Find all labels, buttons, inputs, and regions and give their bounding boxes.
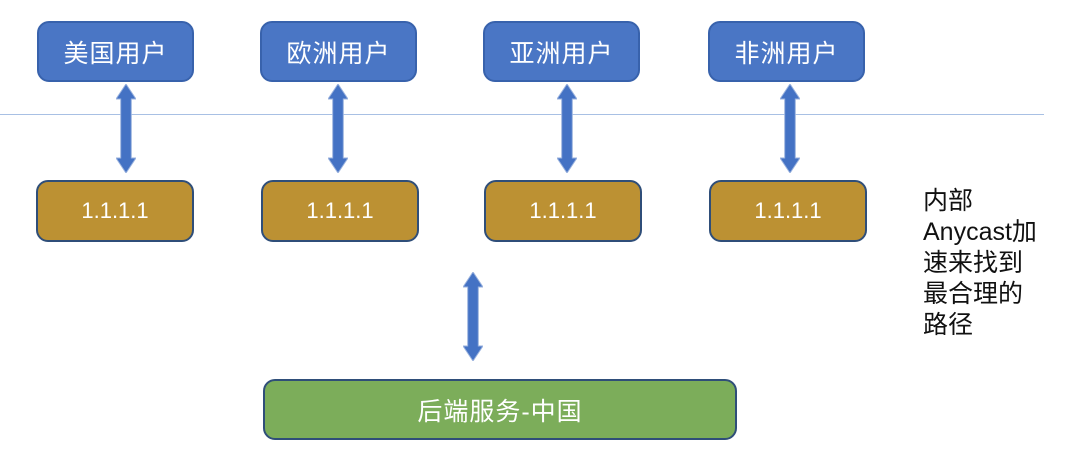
side-note-line: 路径 [923, 311, 974, 339]
backend-node-china: 后端服务-中国 [263, 379, 737, 440]
resolver-node: 1.1.1.1 [261, 180, 419, 242]
bidirectional-arrow-icon [557, 84, 577, 173]
resolver-node: 1.1.1.1 [36, 180, 194, 242]
user-node-africa: 非洲用户 [708, 21, 865, 82]
user-node-label: 美国用户 [63, 39, 168, 68]
bidirectional-arrow-icon [463, 272, 483, 361]
side-note-line: 最合理的 [923, 280, 1024, 308]
side-note-line: 速来找到 [923, 249, 1024, 277]
user-node-label: 亚洲用户 [509, 39, 614, 68]
user-node-us: 美国用户 [37, 21, 194, 82]
user-node-asia: 亚洲用户 [483, 21, 640, 82]
bidirectional-arrow-icon [328, 84, 348, 173]
bidirectional-arrow-icon [116, 84, 136, 173]
user-node-label: 非洲用户 [734, 39, 839, 68]
resolver-node: 1.1.1.1 [484, 180, 642, 242]
resolver-node-label: 1.1.1.1 [81, 198, 149, 223]
side-note-line: Anycast加 [923, 218, 1037, 246]
user-node-label: 欧洲用户 [286, 39, 391, 68]
resolver-node-label: 1.1.1.1 [306, 198, 374, 223]
resolver-node-label: 1.1.1.1 [529, 198, 597, 223]
divider-line [0, 114, 1044, 115]
side-note-line: 内部 [923, 187, 974, 215]
user-node-europe: 欧洲用户 [260, 21, 417, 82]
resolver-node: 1.1.1.1 [709, 180, 867, 242]
resolver-node-label: 1.1.1.1 [754, 198, 822, 223]
backend-node-label: 后端服务-中国 [417, 397, 583, 426]
side-note: 内部 Anycast加 速来找到 最合理的 路径 [923, 186, 1080, 341]
bidirectional-arrow-icon [780, 84, 800, 173]
